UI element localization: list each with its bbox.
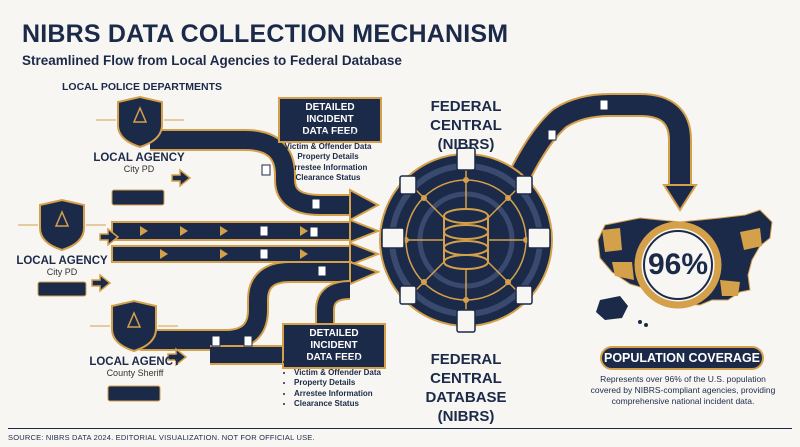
data-feed-box-top: DETAILED INCIDENT DATA FEED — [278, 97, 382, 143]
top-flow-arrow — [150, 129, 381, 222]
data-feed-list-top: Offense Information Victim & Offender Da… — [278, 131, 378, 184]
federal-label-bottom: FEDERAL CENTRAL DATABASE (NIBRS) — [396, 350, 536, 426]
coverage-desc-line2: covered by NIBRS-compliant agencies, pro… — [590, 385, 776, 395]
hub-to-map-arrow — [509, 93, 698, 212]
agency-type: City PD — [46, 267, 78, 277]
federal-top-line2: (NIBRS) — [437, 136, 495, 153]
feed-item: Victim & Offender Data — [294, 368, 382, 379]
middle-flow-arrows — [111, 218, 381, 267]
federal-top-line1: FEDERAL CENTRAL — [430, 98, 502, 134]
agency-type: County Sheriff — [106, 368, 164, 378]
population-coverage-badge: POPULATION COVERAGE — [600, 346, 764, 370]
feed-title-line1: DETAILED INCIDENT — [305, 102, 355, 125]
data-feed-box-bottom: DETAILED INCIDENT DATA FEED — [282, 323, 386, 369]
feed-item: Clearance Status — [295, 173, 361, 182]
feed-title-line1: DETAILED INCIDENT — [309, 328, 359, 351]
federal-bottom-line2: DATABASE — [425, 389, 507, 406]
coverage-desc-line1: Represents over 96% of the U.S. populati… — [600, 374, 766, 384]
feed-item: Arrestee Information — [288, 162, 368, 172]
page-subtitle: Streamlined Flow from Local Agencies to … — [22, 53, 402, 68]
local-departments-label: LOCAL POLICE DEPARTMENTS — [62, 81, 223, 93]
feed-item: Property Details — [294, 378, 382, 389]
federal-label-top: FEDERAL CENTRAL (NIBRS) — [396, 97, 536, 154]
coverage-description: Represents over 96% of the U.S. populati… — [588, 374, 778, 407]
federal-bottom-line3: (NIBRS) — [437, 408, 495, 425]
feed-item: Arrestee Information — [294, 389, 382, 400]
agency-card-2: LOCAL AGENCY City PD — [8, 255, 116, 277]
source-note: SOURCE: NIBRS DATA 2024. EDITORIAL VISUA… — [8, 433, 315, 442]
feed-item: Offense Information — [289, 131, 366, 140]
us-map — [596, 209, 773, 327]
footer-divider — [8, 428, 792, 429]
database-hub — [379, 147, 553, 333]
data-feed-list-bottom: Offense Information Victim & Offender Da… — [282, 357, 382, 410]
agency-name: LOCAL AGENCY — [89, 356, 181, 368]
agency-card-3: LOCAL AGENCY County Sheriff — [80, 356, 190, 378]
federal-bottom-line1: FEDERAL CENTRAL — [430, 351, 502, 387]
agency-name: LOCAL AGENCY — [93, 152, 185, 164]
agency-icons — [18, 95, 184, 402]
feed-title-line2: DATA FEED — [302, 126, 358, 137]
agency-name: LOCAL AGENCY — [16, 255, 108, 267]
feed-item: Offense Information — [294, 357, 382, 368]
coverage-percent: 96% — [648, 248, 709, 281]
page-title: NIBRS DATA COLLECTION MECHANISM — [22, 20, 509, 48]
feed-item: Clearance Status — [294, 399, 382, 410]
feed-item: Victim & Offender Data — [284, 141, 372, 151]
agency-card-1: LOCAL AGENCY City PD — [84, 152, 194, 174]
feed-title-line2: DATA FEED — [306, 352, 362, 363]
agency-type: City PD — [123, 164, 155, 174]
feed-item: Property Details — [297, 152, 359, 161]
coverage-desc-line3: comprehensive national incident data. — [611, 396, 755, 406]
